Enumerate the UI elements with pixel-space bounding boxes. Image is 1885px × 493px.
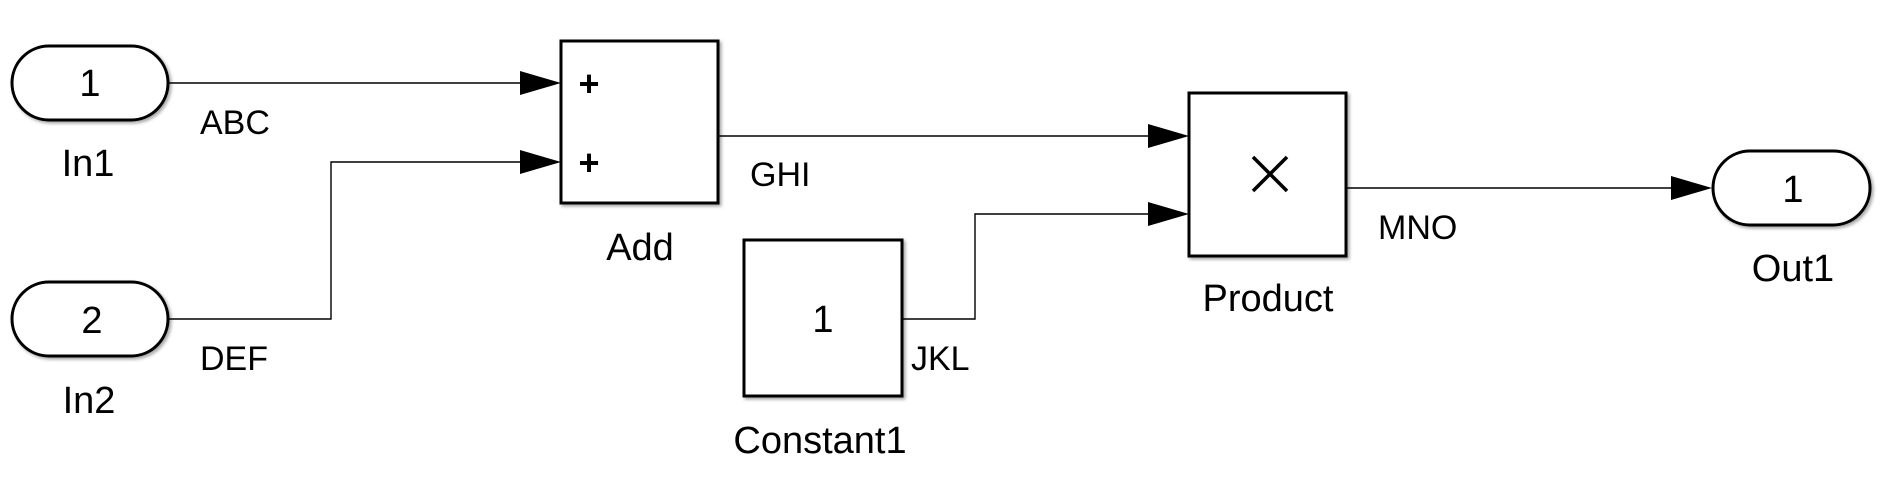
plus-sign-icon: +: [578, 63, 599, 104]
inport-number: 1: [79, 63, 100, 105]
signal-label-abc: ABC: [200, 104, 270, 142]
signal-label-def: DEF: [200, 340, 268, 378]
block-name-in1: In1: [62, 143, 115, 185]
constant-block-constant1[interactable]: 1: [742, 238, 904, 398]
inport-in2[interactable]: 2: [10, 280, 170, 358]
signal-ghi[interactable]: [718, 124, 1189, 148]
signal-mno[interactable]: [1346, 176, 1712, 200]
constant-value: 1: [812, 299, 833, 341]
block-name-constant1: Constant1: [733, 420, 906, 462]
block-name-in2: In2: [63, 380, 116, 422]
outport-out1[interactable]: 1: [1711, 149, 1872, 227]
block-name-product: Product: [1203, 278, 1334, 320]
signal-jkl[interactable]: [902, 202, 1189, 320]
outport-number: 1: [1782, 169, 1803, 211]
arrowhead-icon: [520, 71, 561, 95]
block-name-out1: Out1: [1752, 248, 1834, 290]
arrowhead-icon: [520, 150, 561, 174]
signal-label-ghi: GHI: [750, 156, 810, 194]
product-block[interactable]: [1187, 91, 1348, 258]
inport-number: 2: [81, 300, 102, 342]
arrowhead-icon: [1148, 202, 1189, 226]
multiply-icon: [1251, 155, 1289, 193]
block-name-add: Add: [606, 227, 674, 269]
signal-def[interactable]: [168, 150, 561, 320]
plus-sign-icon: +: [578, 142, 599, 183]
inport-in1[interactable]: 1: [10, 44, 170, 122]
arrowhead-icon: [1671, 176, 1712, 200]
arrowhead-icon: [1148, 124, 1189, 148]
sum-block-add[interactable]: + +: [559, 39, 720, 205]
signal-abc[interactable]: [168, 71, 561, 95]
signal-label-mno: MNO: [1378, 209, 1457, 247]
signal-label-jkl: JKL: [911, 340, 970, 378]
